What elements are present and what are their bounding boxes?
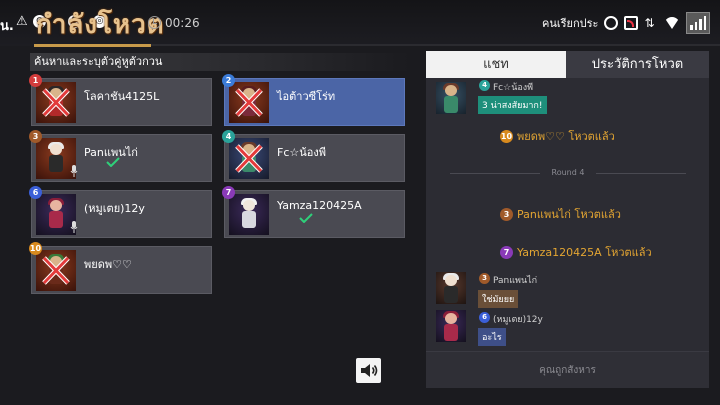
circle-icon: 9: [68, 15, 81, 28]
player-card-1[interactable]: 1 โลคาชัน4125L: [29, 74, 212, 126]
eliminated-x-icon: [42, 256, 70, 285]
player-card-7[interactable]: 7 Yamza120425A: [222, 186, 405, 238]
player-name: Fc☆น้องพี: [277, 146, 326, 159]
player-card-3[interactable]: 3 Panแพนไก่: [29, 130, 212, 182]
player-name: (หมูเตย)12y: [84, 202, 145, 215]
player-number-badge: 7: [222, 186, 235, 199]
chat-avatar: [436, 272, 466, 304]
chat-panel: แชท ประวัติการโหวต 4 Fc☆น้องพี 3 น่าสงสั…: [426, 51, 709, 389]
cast-icon: [624, 16, 639, 30]
warning-icon: ⚠: [16, 14, 28, 29]
player-name: Yamza120425A: [277, 199, 362, 212]
eliminated-x-icon: [235, 144, 263, 173]
data-arrows-icon: ⇅: [644, 16, 655, 30]
tab-chat[interactable]: แชท: [426, 51, 566, 78]
timer-progress-bar: [34, 44, 151, 47]
vote-status: โหวตแล้ว: [568, 130, 615, 143]
player-name: ไอต้าวซีโร่ท: [277, 90, 336, 103]
wifi-icon: [664, 17, 681, 29]
vote-number-badge: 7: [500, 246, 513, 259]
speaker-button[interactable]: [356, 358, 381, 383]
circle-icon: ⊙: [33, 15, 46, 28]
round-divider: Round 4: [450, 167, 686, 179]
voted-check-icon: [299, 213, 313, 223]
carrier-label: น.: [0, 19, 14, 34]
avatar: [229, 138, 269, 179]
vote-number-badge: 10: [500, 130, 513, 143]
player-name: พยดพ♡♡: [84, 258, 132, 271]
chat-input[interactable]: [426, 352, 709, 389]
microphone-icon: [70, 221, 78, 233]
chat-avatar: [436, 82, 466, 114]
vote-player-name: Panแพนไก่: [517, 208, 571, 221]
player-name: Panแพนไก่: [84, 146, 138, 159]
player-card-10[interactable]: 10 พยดพ♡♡: [29, 242, 212, 294]
speaker-icon: [361, 364, 378, 377]
player-number-badge: 3: [29, 130, 42, 143]
page-title: กำลังโหวต: [36, 10, 165, 40]
player-card-4[interactable]: 4 Fc☆น้องพี: [222, 130, 405, 182]
player-number-badge: 4: [222, 130, 235, 143]
vote-player-name: Yamza120425A: [517, 246, 602, 259]
player-number-badge: 1: [29, 74, 42, 87]
player-number-badge: 2: [222, 74, 235, 87]
chat-sender-badge: 6: [479, 312, 490, 323]
chat-sender-name: Panแพนไก่: [493, 276, 538, 286]
chat-message: อะไร: [478, 328, 506, 346]
clock-icon: [148, 16, 161, 29]
avatar: [36, 138, 76, 179]
vote-notice: 10 พยดพ♡♡ โหวตแล้ว: [500, 127, 615, 145]
avatar: [36, 250, 76, 291]
round-label: Round 4: [551, 168, 585, 177]
vote-player-name: พยดพ♡♡: [517, 130, 565, 143]
avatar: [36, 194, 76, 235]
microphone-icon: [70, 165, 78, 177]
top-bar: น. ⚠ ⊙ 9 ◎ กำลังโหวต 00:26 คนเรียกประ ⇅: [0, 0, 720, 46]
player-name: โลคาชัน4125L: [84, 90, 160, 103]
player-card-2[interactable]: 2 ไอต้าวซีโร่ท: [222, 74, 405, 126]
player-card-6[interactable]: 6 (หมูเตย)12y: [29, 186, 212, 238]
chat-sender-name: Fc☆น้องพี: [493, 83, 534, 93]
chat-sender-name: (หมูเตย)12y: [493, 315, 543, 325]
players-panel-header: ค้นหาและระบุตัวคู่หูตัวกวน: [30, 53, 410, 71]
system-status-area: คนเรียกประ ⇅: [538, 12, 720, 34]
avatar: [229, 194, 269, 235]
eliminated-x-icon: [42, 88, 70, 117]
vote-status: โหวตแล้ว: [574, 208, 621, 221]
voted-check-icon: [106, 157, 120, 167]
circle-icon: ◎: [93, 15, 106, 28]
player-number-badge: 10: [29, 242, 42, 255]
alarm-icon: [604, 16, 619, 30]
avatar: [36, 82, 76, 123]
chat-input-area: [426, 351, 709, 389]
chat-avatar: [436, 310, 466, 342]
vote-number-badge: 3: [500, 208, 513, 221]
vote-notice: 3 Panแพนไก่ โหวตแล้ว: [500, 205, 621, 223]
vote-status: โหวตแล้ว: [605, 246, 652, 259]
countdown-timer: 00:26: [165, 16, 200, 30]
chat-message: ใช่มัยยย: [478, 290, 519, 308]
chat-sender-badge: 4: [479, 80, 490, 91]
vote-notice: 7 Yamza120425A โหวตแล้ว: [500, 243, 652, 261]
chat-message: 3 น่าสงสัยมาก!: [478, 96, 547, 114]
avatar: [229, 82, 269, 123]
player-number-badge: 6: [29, 186, 42, 199]
notification-text: คนเรียกประ: [542, 17, 599, 30]
tab-vote-history[interactable]: ประวัติการโหวต: [566, 51, 709, 78]
eliminated-x-icon: [235, 88, 263, 117]
signal-icon: [686, 12, 711, 34]
timer-progress-track: [34, 44, 720, 46]
chat-sender-badge: 3: [479, 273, 490, 284]
